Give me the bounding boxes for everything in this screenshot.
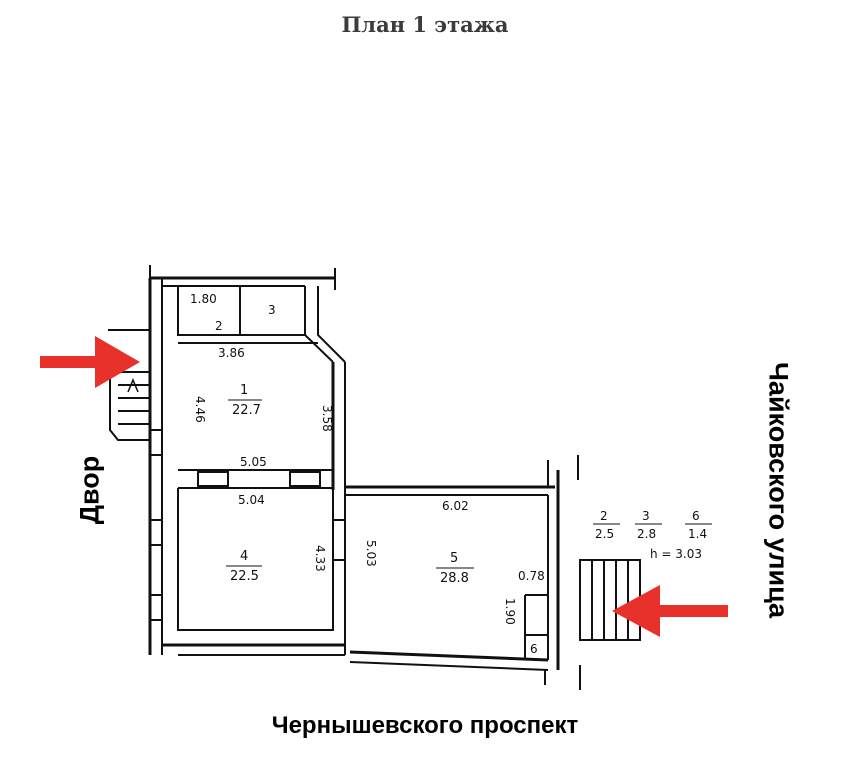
dim-wc-width: 1.80	[190, 292, 217, 306]
legend-number-2: 3	[642, 509, 650, 523]
street-bottom-label: Чернышевского проспект	[271, 712, 579, 739]
left-stairs	[109, 371, 151, 441]
street-left-label: Двор	[74, 455, 105, 525]
legend-area-2: 2.8	[637, 527, 656, 541]
room1-number: 1	[240, 383, 248, 398]
dim-room5-top: 6.02	[442, 499, 469, 513]
dim-room1-height: 4.46	[193, 396, 207, 423]
room5-area: 28.8	[440, 571, 469, 586]
dim-room1-side: 3.58	[320, 405, 334, 432]
right-entrance-arrow	[612, 585, 728, 637]
room4-number: 4	[240, 549, 248, 564]
legend-number-3: 6	[692, 509, 700, 523]
dim-corridor: 3.86	[218, 346, 245, 360]
room4-area: 22.5	[230, 569, 259, 584]
dim-room1-bottom: 5.05	[240, 455, 267, 469]
dim-room3: 3	[268, 303, 276, 317]
dim-room5-side: 5.03	[364, 540, 378, 567]
legend-area-3: 1.4	[688, 527, 707, 541]
room1-area: 22.7	[232, 403, 261, 418]
legend-area-1: 2.5	[595, 527, 614, 541]
room5-number: 5	[450, 551, 458, 566]
dim-room2: 2	[215, 319, 223, 333]
room6-walls	[524, 594, 548, 658]
dim-small-width: 0.78	[518, 569, 545, 583]
room4-walls	[177, 488, 334, 631]
dim-room4-side: 4.33	[313, 545, 327, 572]
left-entrance-arrow	[40, 336, 140, 388]
room5-bottom-wall	[349, 650, 549, 662]
entrance-arrows	[40, 336, 728, 637]
dim-small-height: 1.90	[503, 598, 517, 625]
legend-height: h = 3.03	[650, 547, 702, 561]
page-title: План 1 этажа	[341, 12, 509, 37]
legend-number-1: 2	[600, 509, 608, 523]
area-legend: 2 2.5 3 2.8 6 1.4 h = 3.03	[593, 509, 712, 561]
street-right-label: Чайковского улица	[763, 361, 794, 619]
right-stairs	[579, 559, 641, 641]
dim-room6: 6	[530, 642, 538, 656]
wc-wall	[177, 286, 305, 336]
dim-room4-top: 5.04	[238, 493, 265, 507]
